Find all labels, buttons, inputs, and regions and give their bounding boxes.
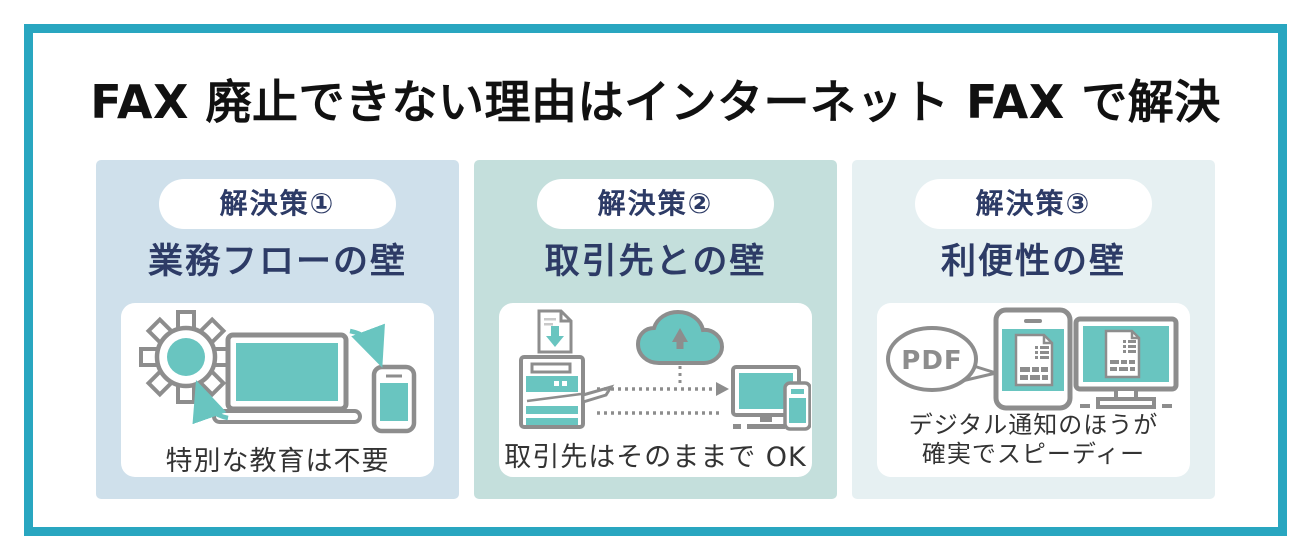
card-solution-3: 解決策③ 利便性の壁 <box>852 160 1215 499</box>
heading-solution-1: 業務フローの壁 <box>147 242 407 282</box>
caption-solution-2: 取引先はそのままで OK <box>504 442 807 473</box>
gear-icon <box>138 310 233 404</box>
card-solution-1: 解決策① 業務フローの壁 <box>96 160 459 499</box>
solution-cards-row: 解決策① 業務フローの壁 <box>0 160 1311 499</box>
caption-solution-3-line2: 確実でスピーディー <box>921 440 1146 468</box>
card-solution-2: 解決策② 取引先との壁 <box>474 160 837 499</box>
gear-laptop-phone-illustration <box>138 310 416 434</box>
fax-machine-icon <box>518 355 614 429</box>
caption-solution-1: 特別な教育は不要 <box>165 446 390 477</box>
smartphone-icon <box>782 381 811 431</box>
fax-cloud-computer-illustration <box>518 309 811 431</box>
illustration-panel-2: 取引先はそのままで OK <box>499 303 812 477</box>
pdf-speech-bubble-icon: PDF <box>885 326 978 392</box>
illustration-panel-3: PDF <box>877 303 1190 477</box>
document-download-icon <box>537 309 572 354</box>
illustration-panel-1: 特別な教育は不要 <box>121 303 434 477</box>
sync-arrow-bottom-icon <box>192 380 229 425</box>
monitor-document-icon <box>1073 316 1178 409</box>
badge-solution-1: 解決策① <box>159 179 396 229</box>
cloud-icon <box>635 309 724 365</box>
sync-arrow-top-icon <box>348 323 385 368</box>
page-title: FAX 廃止できない理由はインターネット FAX で解決 <box>90 75 1221 129</box>
dotted-arrow-icon <box>596 366 729 415</box>
badge-solution-2: 解決策② <box>537 179 774 229</box>
pdf-label: PDF <box>901 346 962 376</box>
caption-solution-3-line1: デジタル通知のほうが <box>908 411 1159 439</box>
pdf-phone-monitor-illustration: PDF <box>885 307 1178 411</box>
smartphone-icon <box>371 364 416 434</box>
badge-solution-3: 解決策③ <box>915 179 1152 229</box>
heading-solution-2: 取引先との壁 <box>544 242 767 282</box>
heading-solution-3: 利便性の壁 <box>940 242 1126 282</box>
smartphone-document-icon <box>993 307 1072 411</box>
laptop-icon <box>211 332 362 424</box>
